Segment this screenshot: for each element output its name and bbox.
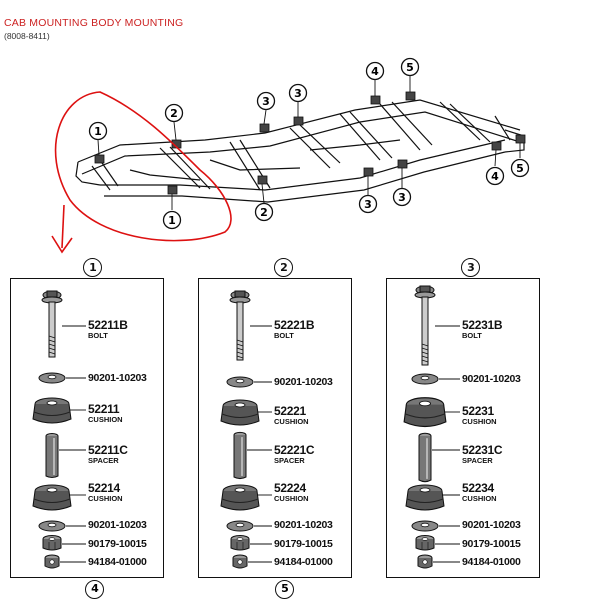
callout-5-top-text: 5 xyxy=(406,61,414,74)
col2-washer-bottom-label: 90201-10203 xyxy=(274,519,333,531)
callout-3-a: 3 xyxy=(256,91,276,111)
callout-4-top-text: 4 xyxy=(371,65,379,78)
red-annotation xyxy=(51,91,232,254)
col3-cap-label: 94184-01000 xyxy=(462,556,521,568)
col1-washer-top-label: 90201-10203 xyxy=(88,372,147,384)
col1-nut xyxy=(42,535,62,551)
callout-1-front: 1 xyxy=(88,121,108,141)
callout-1-side-text: 1 xyxy=(168,214,176,227)
callout-3-d-text: 3 xyxy=(398,191,406,204)
chassis-frame xyxy=(75,99,525,203)
col3-cushion-bottom xyxy=(405,484,445,511)
parts-panel-1 xyxy=(10,278,164,578)
callout-5-rear-text: 5 xyxy=(516,162,524,175)
col3-cap xyxy=(417,554,433,569)
col1-spacer xyxy=(45,432,59,479)
col2-bolt xyxy=(229,290,251,361)
column-label-4: 4 xyxy=(85,580,105,600)
callout-2-top: 2 xyxy=(164,103,184,123)
col2-spacer xyxy=(233,431,247,480)
col3-washer-top xyxy=(411,373,439,385)
red-arrow-shaft xyxy=(61,204,65,249)
col2-nut-label: 90179-10015 xyxy=(274,538,333,550)
col1-bolt xyxy=(41,290,63,358)
callout-3-c-text: 3 xyxy=(364,198,372,211)
callout-3-a-text: 3 xyxy=(262,95,270,108)
callout-3-b: 3 xyxy=(288,83,308,103)
column-label-3: 3 xyxy=(461,258,481,278)
callout-2-top-text: 2 xyxy=(170,107,178,120)
col3-spacer xyxy=(418,432,432,483)
col2-cap xyxy=(232,554,248,569)
callout-1-front-text: 1 xyxy=(94,125,102,138)
col2-washer-bottom xyxy=(226,520,254,532)
callout-4-rear: 4 xyxy=(485,166,505,186)
col1-nut-label: 90179-10015 xyxy=(88,538,147,550)
column-label-5: 5 xyxy=(275,580,295,600)
col1-cushion-top xyxy=(32,397,72,424)
callout-2-side-text: 2 xyxy=(260,206,268,219)
callout-4-rear-text: 4 xyxy=(491,170,499,183)
red-arrow-head xyxy=(51,235,73,254)
callout-5-rear: 5 xyxy=(510,158,530,178)
callout-5-top: 5 xyxy=(400,57,420,77)
parts-panel-3 xyxy=(386,278,540,578)
col3-nut xyxy=(415,535,435,551)
col3-washer-bottom-label: 90201-10203 xyxy=(462,519,521,531)
parts-illustrations xyxy=(32,285,460,569)
col2-cushion-top xyxy=(220,399,260,426)
col2-leaders xyxy=(247,325,272,563)
col3-cushion-top xyxy=(403,397,447,428)
frame-diagram: 1 1 2 2 3 3 3 3 4 5 4 5 xyxy=(51,57,530,254)
col1-cap xyxy=(44,554,60,569)
parts-panel-2 xyxy=(198,278,352,578)
col1-washer-bottom-label: 90201-10203 xyxy=(88,519,147,531)
col1-cushion-bottom xyxy=(32,484,72,511)
callout-3-c: 3 xyxy=(358,194,378,214)
col3-washer-bottom xyxy=(411,520,439,532)
model-code: (8008-8411) xyxy=(4,31,50,41)
callout-4-top: 4 xyxy=(365,61,385,81)
callout-1-side: 1 xyxy=(162,210,182,230)
col2-nut xyxy=(230,535,250,551)
column-label-2: 2 xyxy=(274,258,294,278)
page-title: CAB MOUNTING BODY MOUNTING xyxy=(4,17,184,29)
col1-cap-label: 94184-01000 xyxy=(88,556,147,568)
red-circle-annotation xyxy=(54,91,232,242)
col1-washer-bottom xyxy=(38,520,66,532)
col2-washer-top xyxy=(226,376,254,388)
col3-leaders xyxy=(432,325,460,563)
col3-nut-label: 90179-10015 xyxy=(462,538,521,550)
col1-washer-top xyxy=(38,372,66,384)
frame-callouts: 1 1 2 2 3 3 3 3 4 5 4 5 xyxy=(88,57,530,230)
col3-bolt xyxy=(414,285,436,366)
col2-cushion-bottom xyxy=(220,484,260,511)
col2-cap-label: 94184-01000 xyxy=(274,556,333,568)
col3-washer-top-label: 90201-10203 xyxy=(462,373,521,385)
column-label-1: 1 xyxy=(83,258,103,278)
callout-2-side: 2 xyxy=(254,202,274,222)
col2-washer-top-label: 90201-10203 xyxy=(274,376,333,388)
callout-3-d: 3 xyxy=(392,187,412,207)
leader-lines xyxy=(97,76,521,210)
col1-leaders xyxy=(59,325,86,563)
callout-3-b-text: 3 xyxy=(294,87,302,100)
